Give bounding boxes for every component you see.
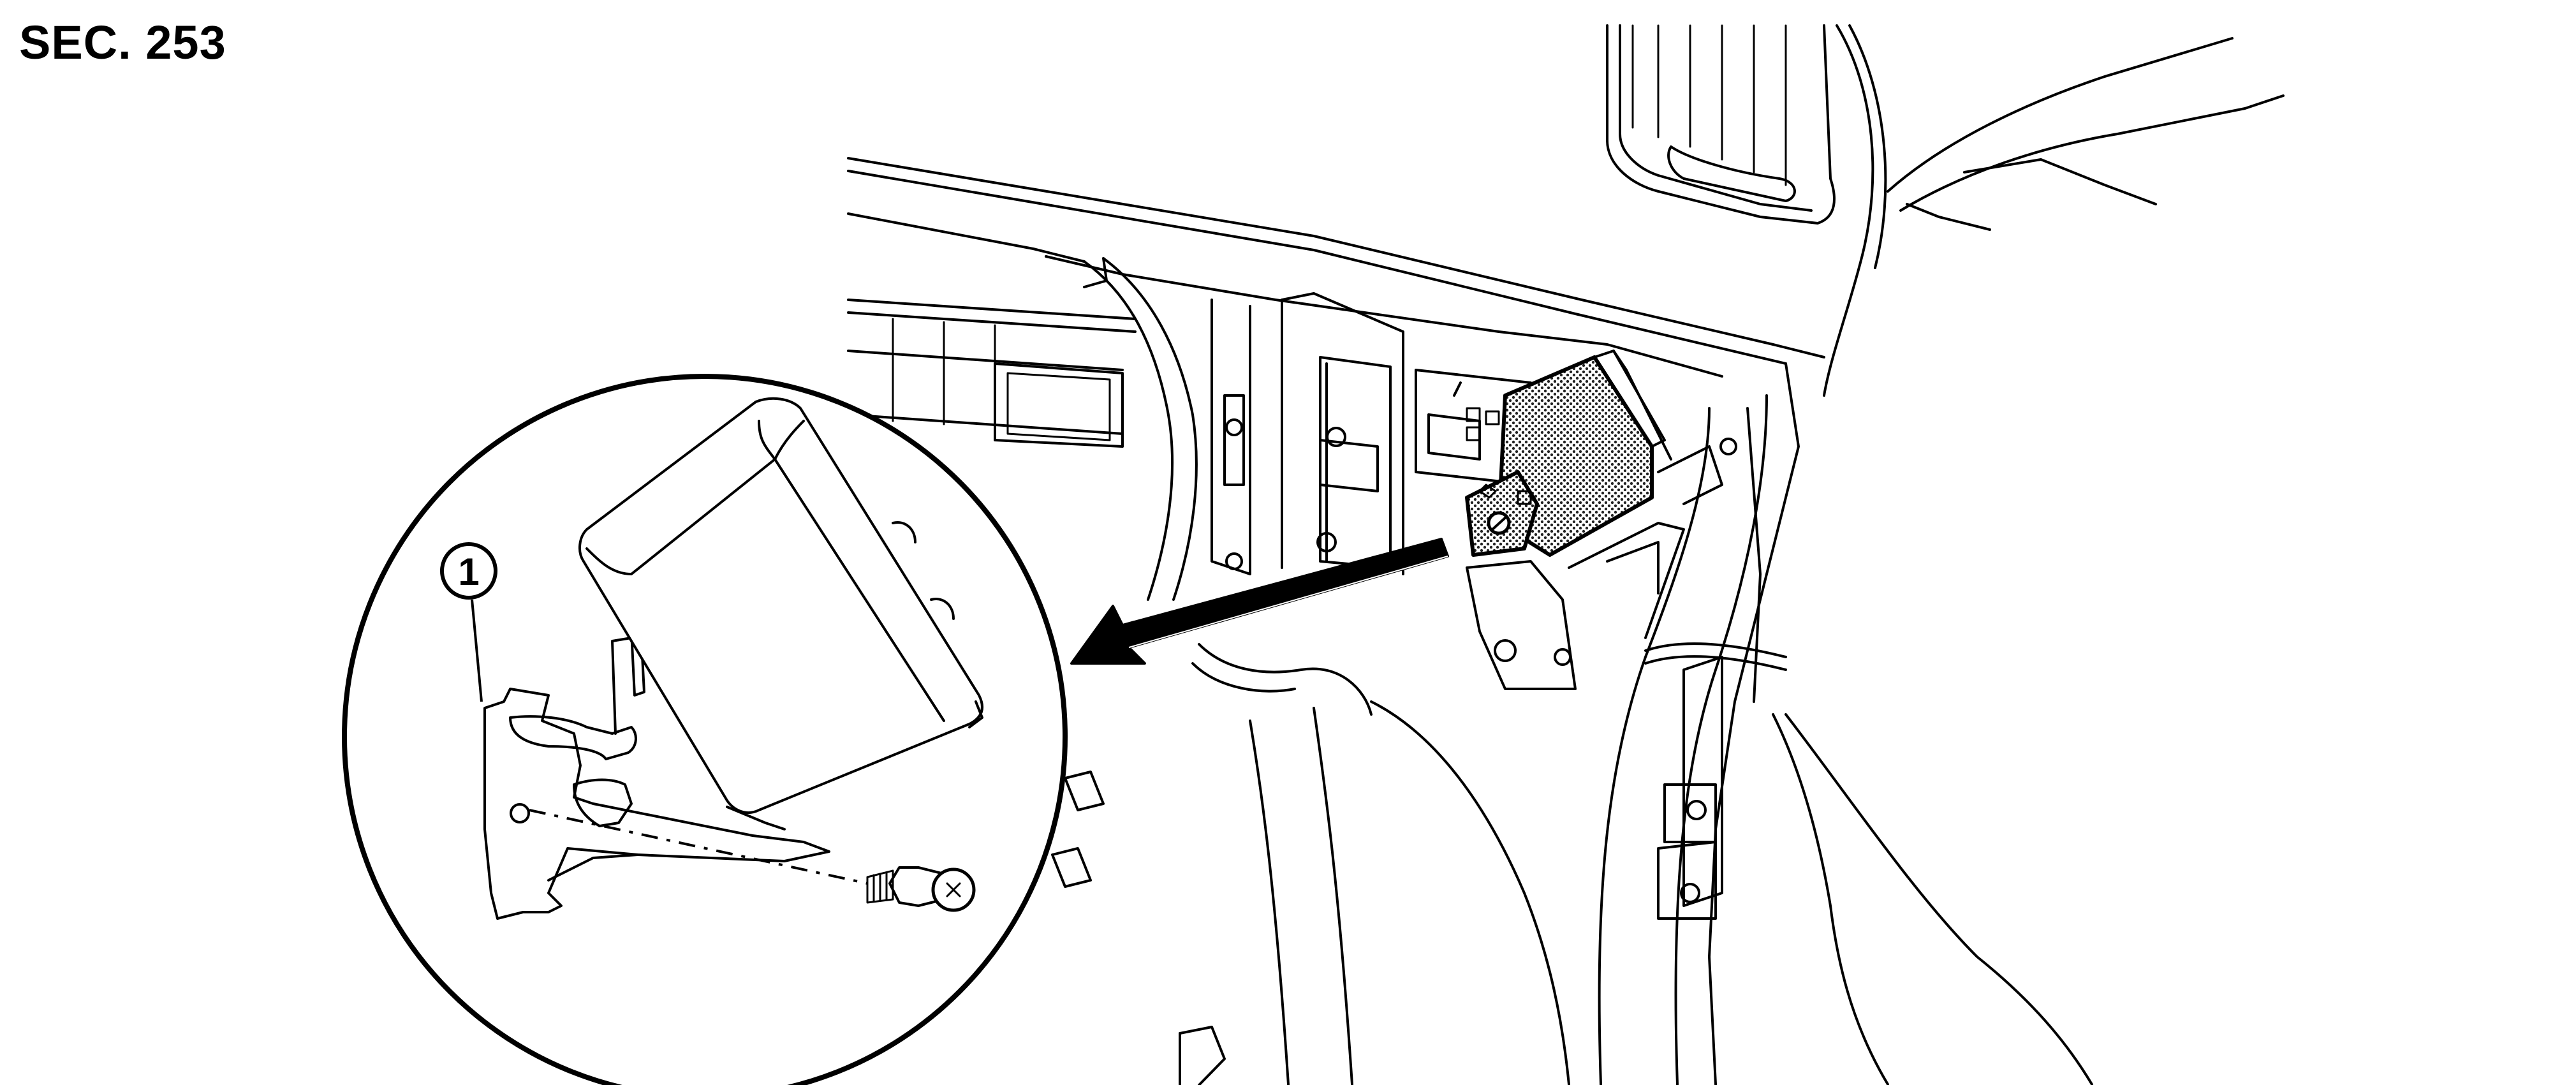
pointer-arrow-icon: [1070, 538, 1449, 665]
detail-magnifier: 1: [342, 374, 1068, 1085]
callout-number: 1: [458, 550, 479, 593]
section-label: SEC. 253: [19, 16, 226, 69]
circled-number-icon: [440, 542, 497, 600]
dashboard-frame: [847, 24, 2285, 1085]
shaded-control-unit: [1465, 350, 1672, 557]
